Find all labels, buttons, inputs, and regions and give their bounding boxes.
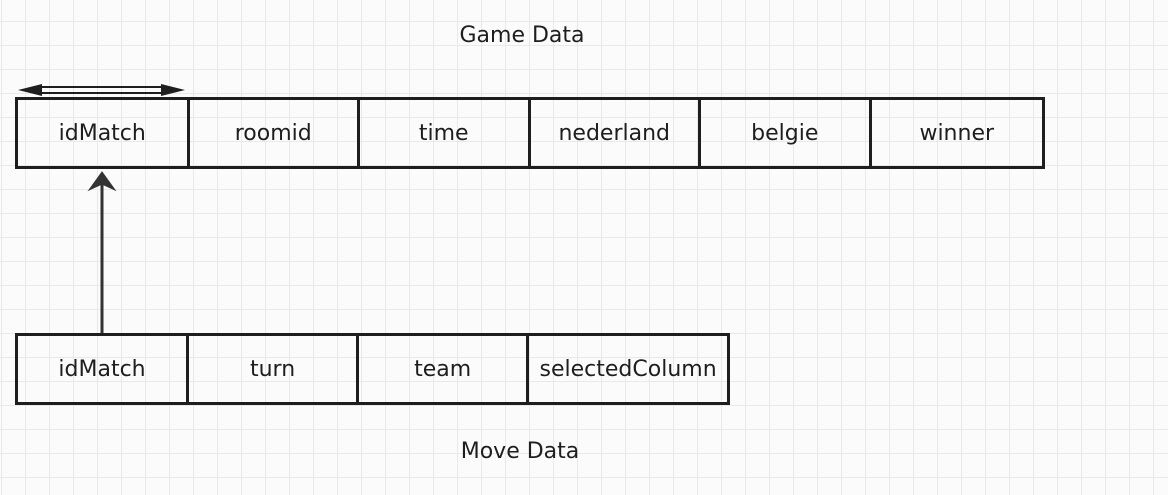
game-field-belgie[interactable]: belgie bbox=[701, 100, 872, 166]
double-arrow-head-right bbox=[161, 84, 185, 96]
game-field-idmatch[interactable]: idMatch bbox=[18, 100, 190, 166]
game-data-table: idMatch roomid time nederland belgie win… bbox=[15, 97, 1045, 169]
double-arrow-head-left bbox=[18, 84, 42, 96]
game-data-title: Game Data bbox=[459, 23, 585, 48]
move-data-title: Move Data bbox=[460, 439, 580, 464]
game-field-nederland[interactable]: nederland bbox=[531, 100, 701, 166]
double-arrow-connector[interactable] bbox=[18, 84, 185, 96]
foreign-key-arrow-head bbox=[87, 171, 117, 192]
game-field-winner[interactable]: winner bbox=[919, 120, 995, 146]
move-field-turn[interactable]: turn bbox=[189, 336, 360, 402]
move-data-table: idMatch turn team selectedColumn bbox=[15, 333, 730, 405]
game-field-roomid[interactable]: roomid bbox=[190, 100, 360, 166]
move-field-team[interactable]: team bbox=[359, 336, 530, 402]
move-field-idmatch[interactable]: idMatch bbox=[18, 336, 190, 402]
foreign-key-arrow[interactable] bbox=[87, 171, 117, 333]
move-field-selectedcolumn[interactable]: selectedColumn bbox=[539, 356, 717, 382]
game-field-time[interactable]: time bbox=[360, 100, 531, 166]
